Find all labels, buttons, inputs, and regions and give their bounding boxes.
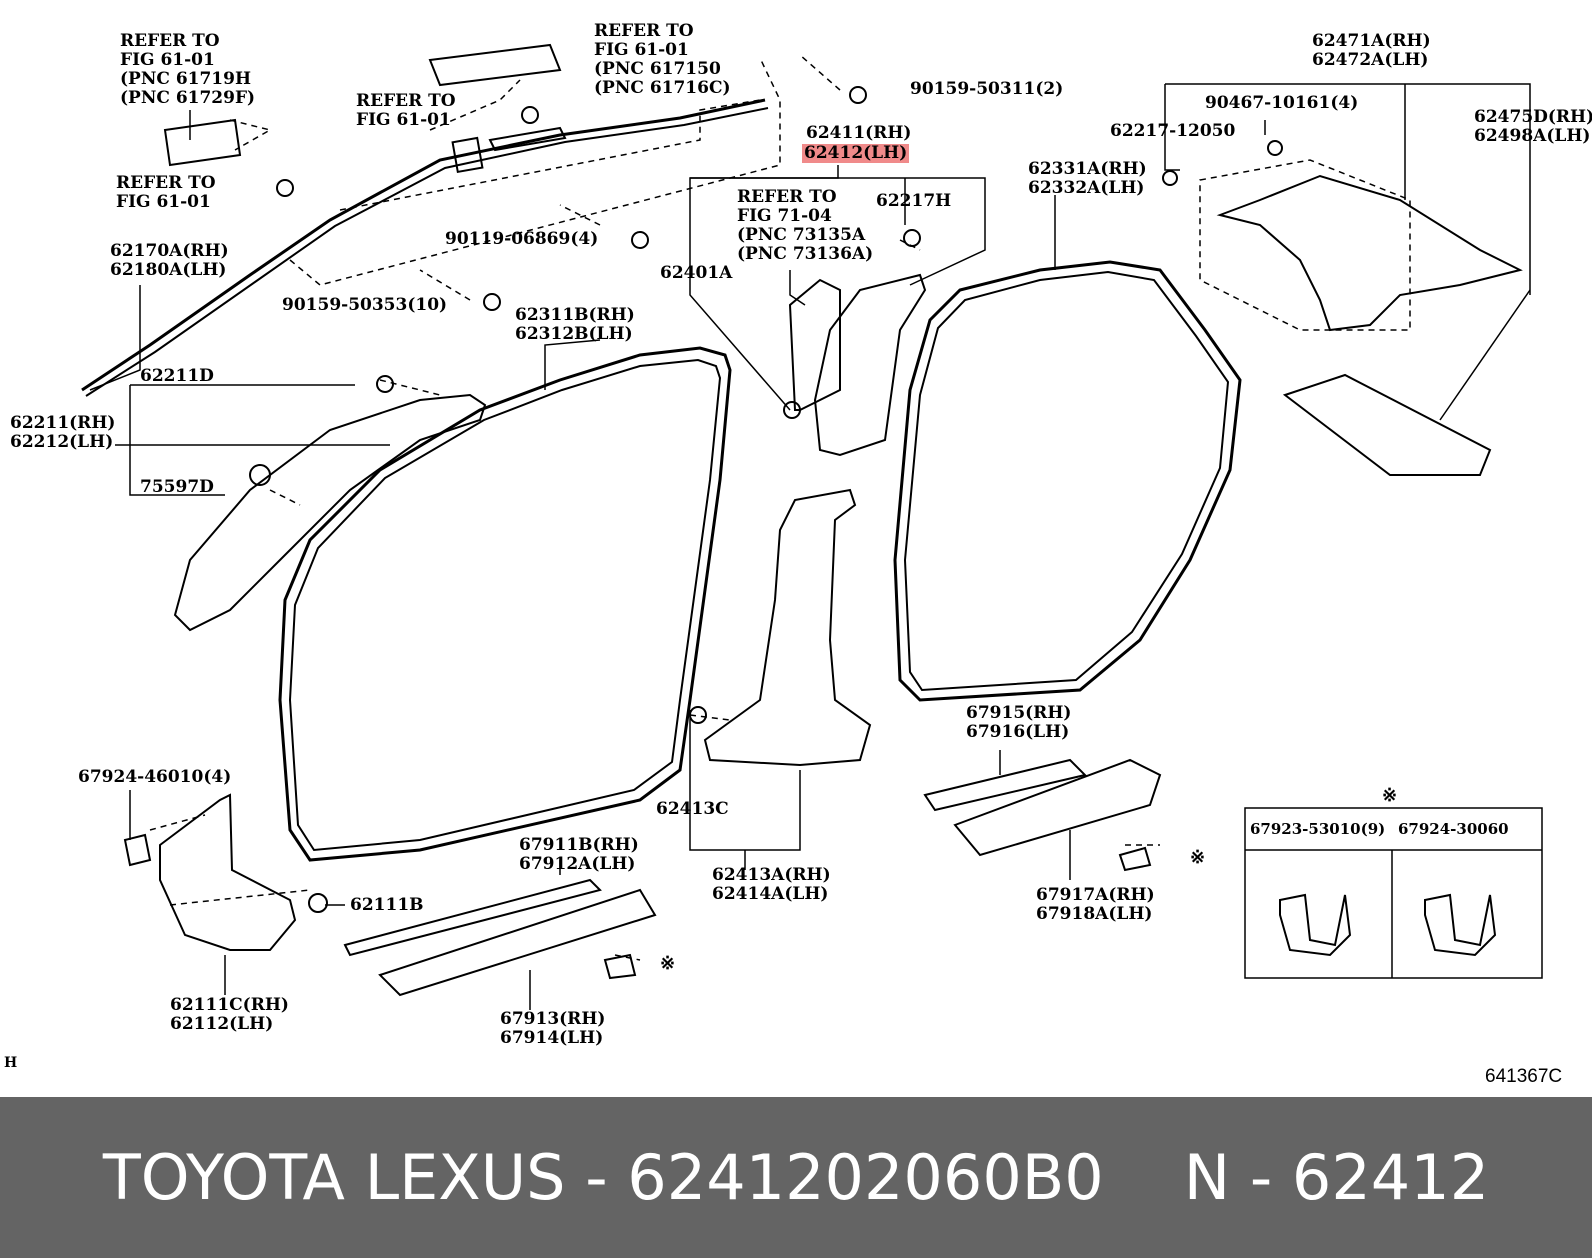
a-pillar-trim	[173, 393, 487, 632]
footer-caption: TOYOTA LEXUS - 6241202060B0 N - 62412	[0, 1097, 1592, 1258]
part-62311b: 62311B(RH)62312B(LH)	[515, 305, 635, 344]
clip-box-left-label: 67923-53010(9)	[1250, 820, 1386, 838]
part-62111b: 62111B	[350, 895, 424, 915]
part-67913: 67913(RH)67914(LH)	[500, 1009, 606, 1048]
part-62411-rh: 62411(RH)	[806, 123, 912, 143]
clip-box-right-label: 67924-30060	[1398, 820, 1509, 838]
corner-letter: H	[4, 1055, 18, 1071]
cowl-side-trim	[159, 793, 297, 951]
front-door-weatherstrip	[278, 346, 732, 862]
leader-lines	[89, 83, 1531, 1010]
asterisk-mark: ※	[660, 953, 676, 974]
part-62413c: 62413C	[656, 799, 729, 819]
part-90159-50311: 90159-50311(2)	[910, 79, 1064, 99]
b-pillar-upper-trim	[813, 273, 927, 457]
rear-door-weatherstrip	[893, 260, 1242, 702]
part-67917a: 67917A(RH)67918A(LH)	[1036, 885, 1155, 924]
front-scuff-plate-inner	[378, 888, 657, 997]
part-62111c: 62111C(RH)62112(LH)	[170, 995, 289, 1034]
part-62331a: 62331A(RH)62332A(LH)	[1028, 159, 1147, 198]
footer-banner: TOYOTA LEXUS - 6241202060B0 N - 62412	[0, 1097, 1592, 1258]
part-62217-12050: 62217-12050	[1110, 121, 1236, 141]
diagram-drawing	[81, 43, 1543, 1010]
part-62412-lh-highlighted: 62412(LH)	[802, 143, 910, 163]
part-62217h: 62217H	[876, 191, 952, 211]
part-67924-46010: 67924-46010(4)	[78, 767, 232, 787]
footer-separator: -	[565, 1141, 628, 1214]
part-90119-06869: 90119-06869(4)	[445, 229, 599, 249]
part-67911b: 67911B(RH)67912A(LH)	[519, 835, 639, 874]
part-90159-50353: 90159-50353(10)	[282, 295, 448, 315]
b-pillar-lower-trim	[703, 488, 872, 767]
fasteners	[123, 43, 1283, 980]
roof-side-rear-trim	[1216, 174, 1523, 332]
part-62475d: 62475D(RH)62498A(LH)	[1474, 107, 1592, 146]
part-62170a: 62170A(RH)62180A(LH)	[110, 241, 229, 280]
front-scuff-plate-outer	[343, 878, 602, 957]
figure-code: 641367C	[1485, 1066, 1563, 1087]
rear-scuff-plate-inner	[953, 758, 1162, 857]
asterisk-mark: ※	[1190, 847, 1206, 868]
quarter-panel-pad	[1282, 373, 1492, 476]
part-90467-10161: 90467-10161(4)	[1205, 93, 1359, 113]
part-62211: 62211(RH)62212(LH)	[10, 413, 116, 452]
part-62413a: 62413A(RH)62414A(LH)	[712, 865, 831, 904]
part-62401a: 62401A	[660, 263, 733, 283]
footer-brand: TOYOTA LEXUS	[102, 1141, 566, 1214]
clip-detail-box	[1244, 807, 1543, 979]
part-75597d: 75597D	[140, 477, 214, 497]
part-62211d: 62211D	[140, 366, 214, 386]
footer-part-number: 6241202060B0	[627, 1141, 1104, 1214]
asterisk-mark: ※	[1382, 785, 1398, 806]
part-62471a: 62471A(RH)62472A(LH)	[1312, 31, 1431, 70]
footer-pnc: N - 62412	[1183, 1141, 1490, 1214]
rear-scuff-plate-outer	[923, 758, 1087, 812]
part-67915: 67915(RH)67916(LH)	[966, 703, 1072, 742]
curtain-airbag-part	[81, 98, 769, 397]
